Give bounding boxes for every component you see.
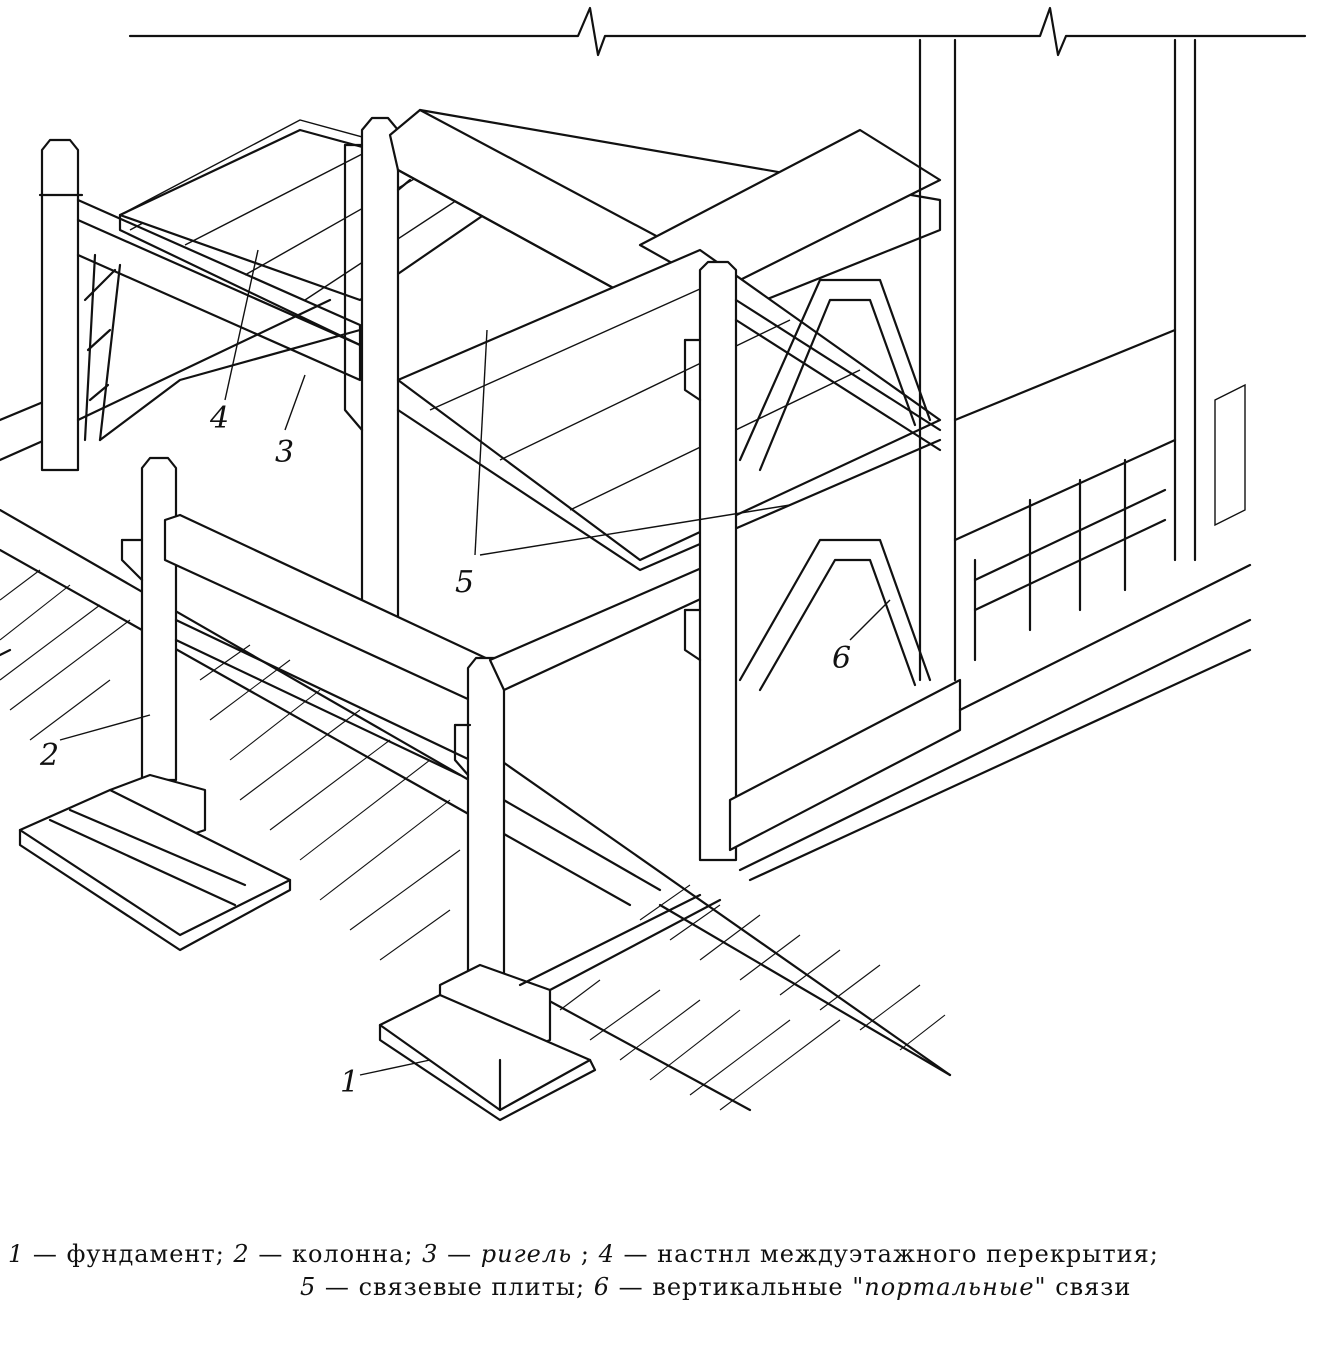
callout-6: 6 [832,599,891,676]
callout-6-label: 6 [832,641,851,676]
footing-left [18,773,292,952]
caption-text-5: связевые плиты; [358,1273,586,1301]
callout-1: 1 [340,1059,431,1100]
caption-num-4: 4 [598,1240,615,1268]
caption-text-3: ригель [480,1240,573,1268]
portal-bracing [734,278,942,692]
column-right [683,260,738,862]
caption-num-3: 3 [422,1240,439,1268]
caption-num-5: 5 [300,1273,317,1301]
link-slabs-middle [396,248,942,572]
callout-2-label: 2 [39,738,59,773]
callout-3: 3 [275,374,306,470]
ground-hatching [0,393,952,1112]
callout-2: 2 [39,714,151,773]
caption-num-1: 1 [8,1240,25,1268]
upper-girder [388,108,942,332]
caption-italic-6: "портальные" [852,1273,1047,1301]
figure-caption: 1 — фундамент; 2 — колонна; 3 — ригель ;… [0,1238,1330,1318]
caption-tail-6: связи [1055,1273,1132,1301]
footing-front [378,893,722,1122]
caption-text-6: вертикальные [652,1273,844,1301]
callout-5: 5 [455,329,791,600]
caption-num-6: 6 [593,1273,611,1301]
column-front-left [120,456,492,782]
callout-1-label: 1 [340,1065,359,1100]
top-break-line [128,6,1307,57]
caption-line-2: 5 — связевые плиты; 6 — вертикальные "по… [300,1273,1132,1301]
callout-4: 4 [209,249,259,436]
callout-3-label: 3 [275,435,294,470]
building-frame-drawing: 1 2 3 4 5 6 [0,6,1307,1122]
caption-num-2: 2 [233,1240,250,1268]
caption-text-1: фундамент; [66,1240,225,1268]
right-wall [728,38,1252,882]
caption-text-2: колонна; [291,1240,414,1268]
column-front-right [453,558,722,977]
callout-5-label: 5 [455,565,474,600]
callout-4-label: 4 [209,401,229,436]
caption-line-1: 1 — фундамент; 2 — колонна; 3 — ригель ;… [8,1240,1159,1268]
caption-text-4: настнл междуэтажного перекрытия; [657,1240,1159,1268]
